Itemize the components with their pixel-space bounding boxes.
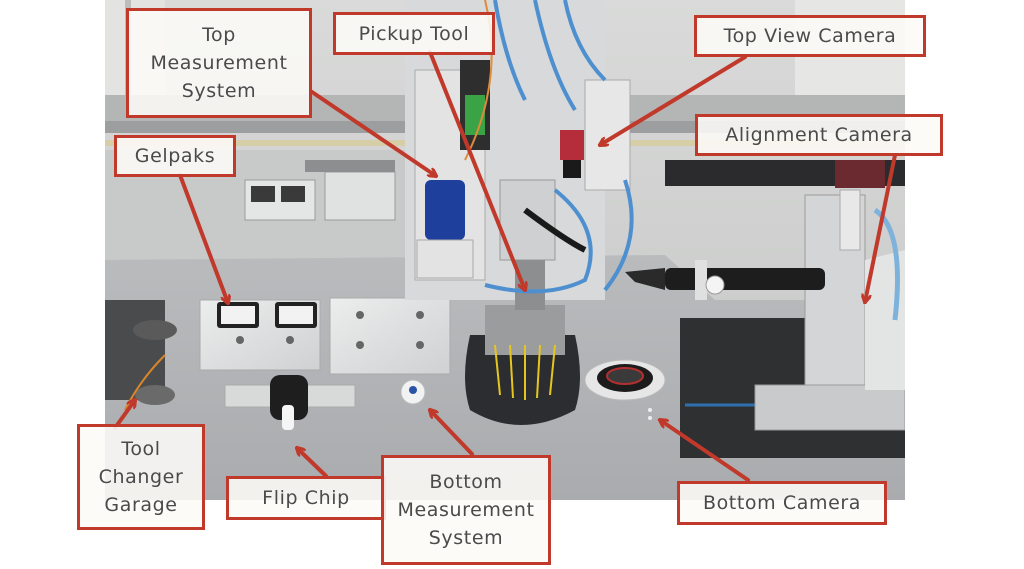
callout-text-line: Tool [121,438,161,460]
callout-text-line: Bottom [429,471,503,493]
callout-flip-chip: Flip Chip [226,476,386,520]
callout-text-line: Changer [98,466,184,488]
callout-top-view-camera: Top View Camera [694,15,926,57]
callout-text-line: Measurement [150,52,288,74]
callout-bottom-camera: Bottom Camera [677,481,887,525]
callout-pickup-tool: Pickup Tool [333,12,495,55]
callout-text-line: Flip Chip [262,487,350,509]
callout-text-line: Alignment Camera [725,124,913,146]
callout-top-measurement-system: Top Measurement System [126,8,312,118]
callout-text-line: Bottom Camera [702,492,862,514]
callout-text-line: Pickup Tool [358,22,470,45]
callout-text-line: System [181,80,257,102]
callout-bottom-measurement-system: Bottom Measurement System [381,455,551,565]
callout-text-line: Top [202,24,236,46]
callout-gelpaks: Gelpaks [114,135,236,177]
callout-tool-changer-garage: Tool Changer Garage [77,424,205,530]
callout-alignment-camera: Alignment Camera [695,114,943,156]
callout-text-line: Garage [104,494,178,516]
callout-text-line: System [428,527,504,549]
callout-text-line: Top View Camera [723,25,897,47]
callout-text-line: Gelpaks [134,145,216,167]
callout-text-line: Measurement [397,499,535,521]
